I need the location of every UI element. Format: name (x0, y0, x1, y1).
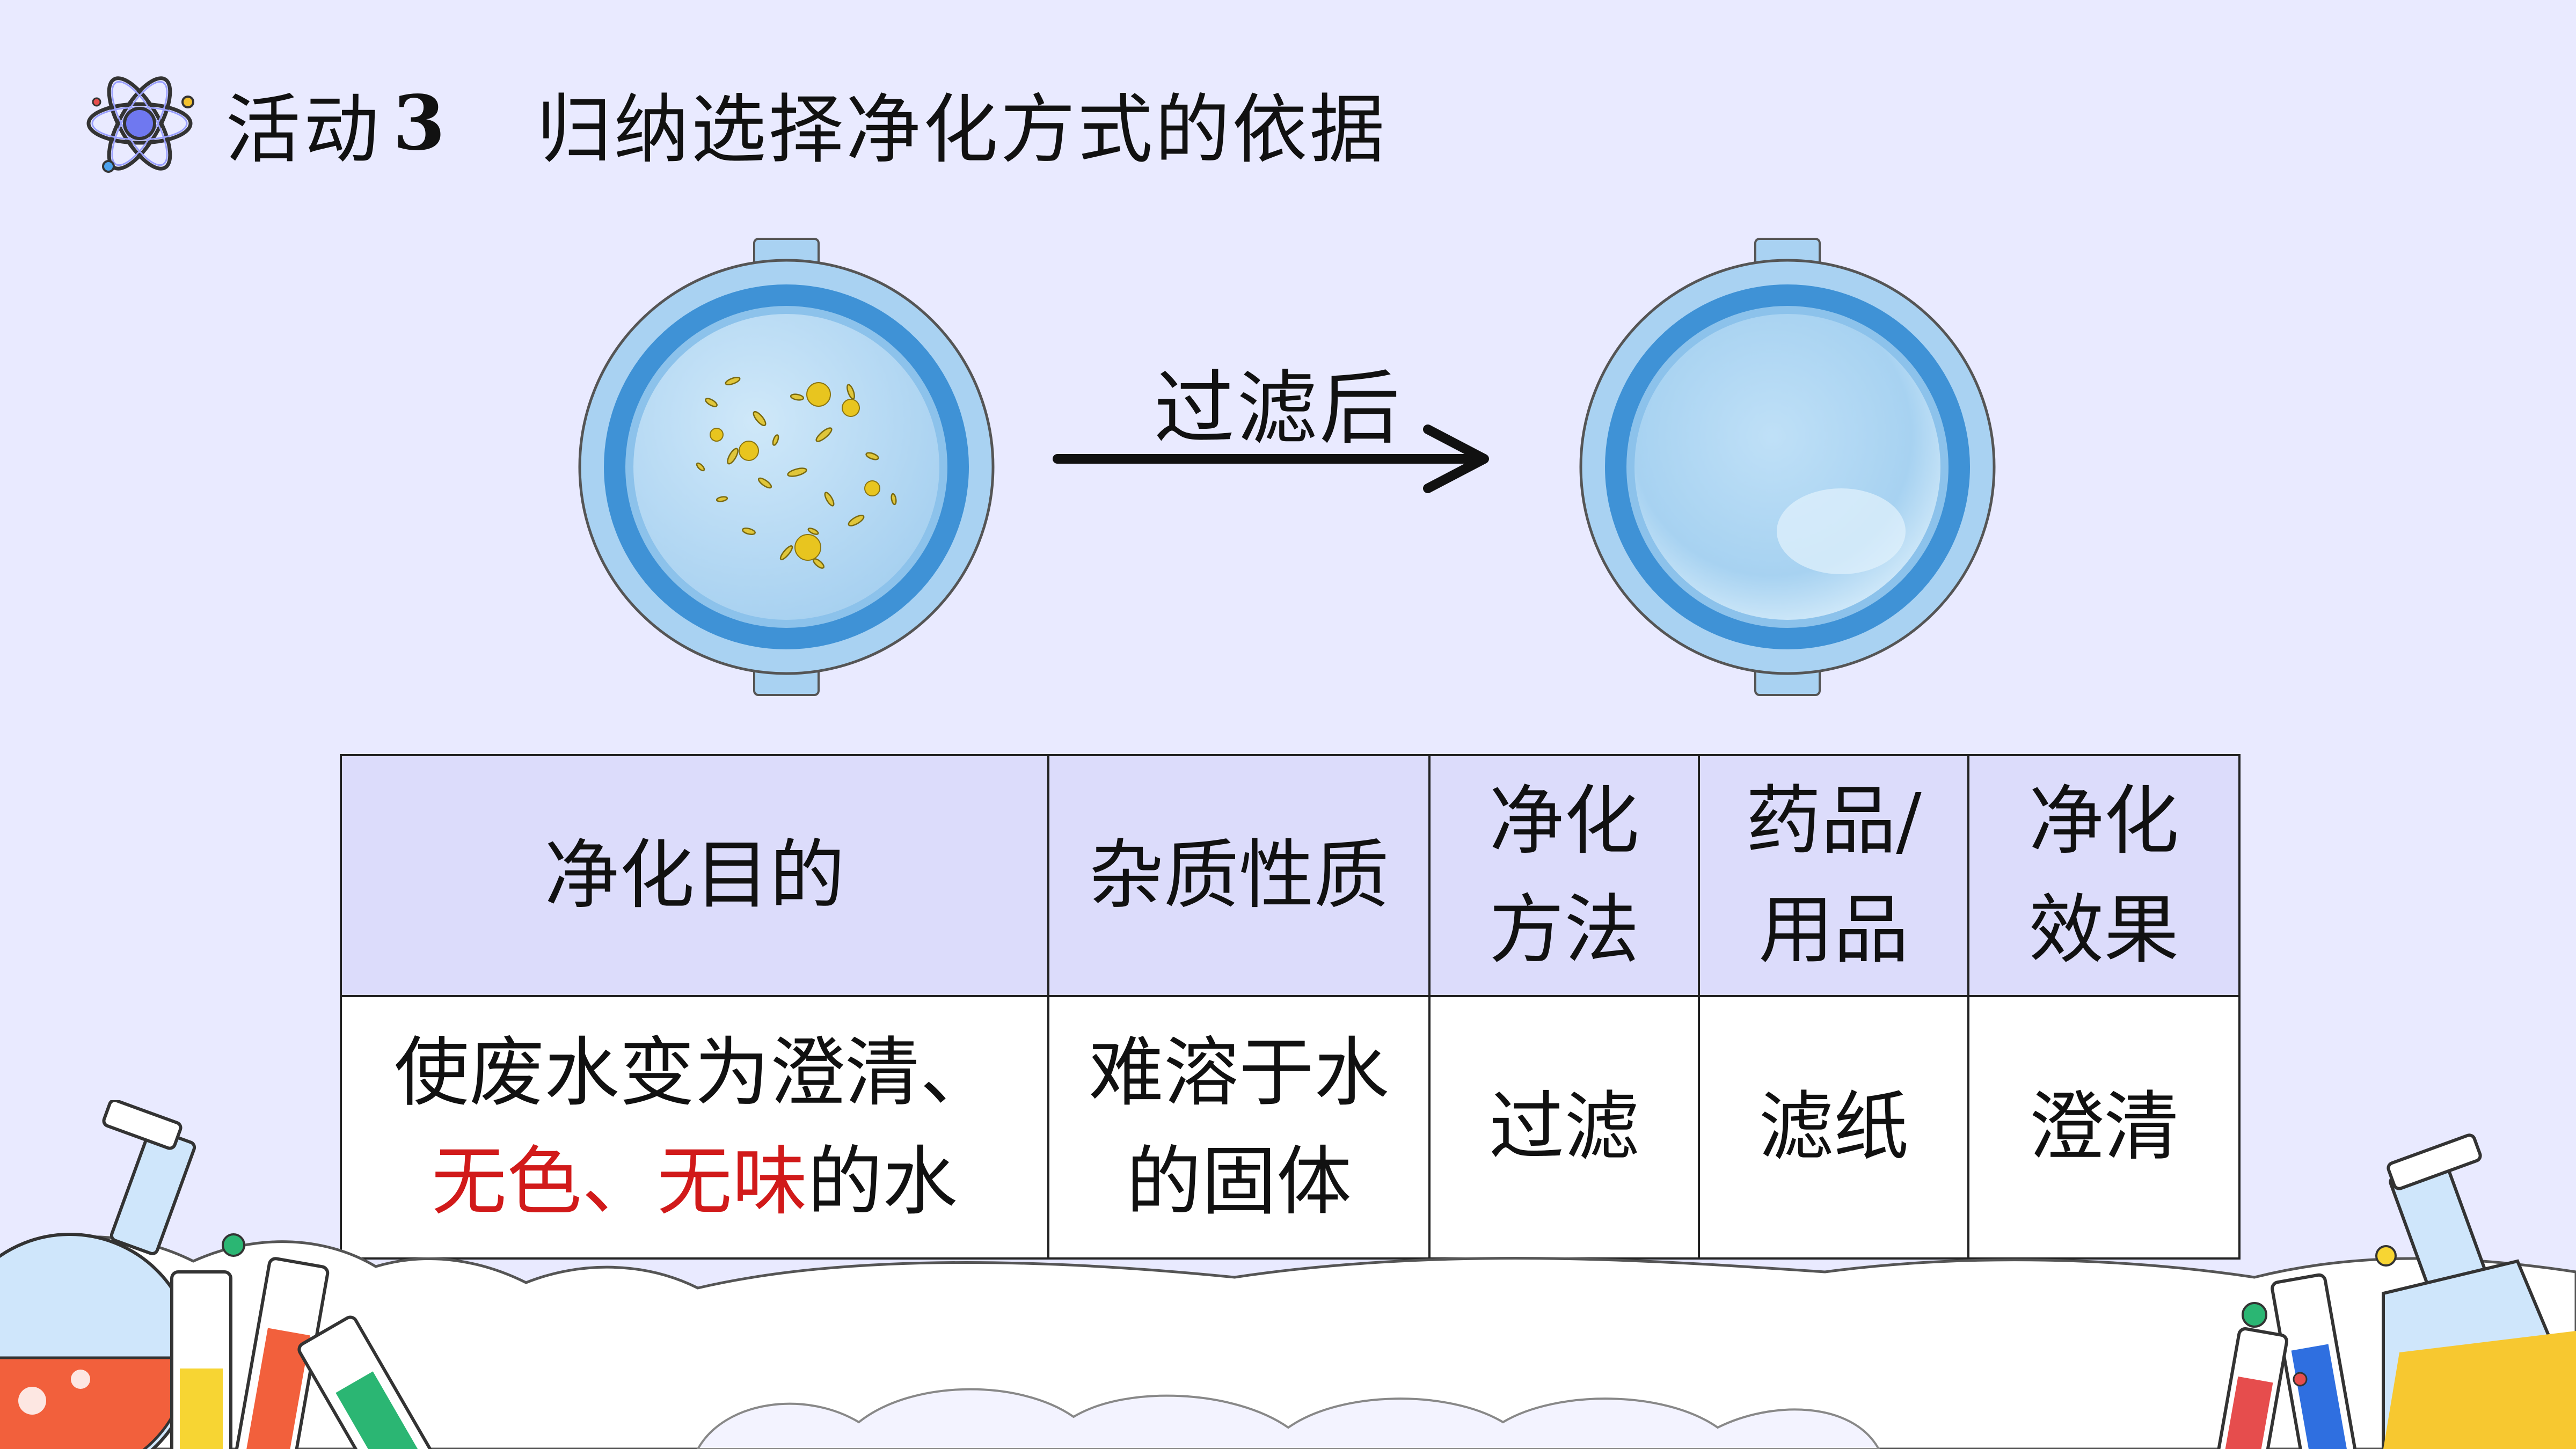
bottom-decoration (0, 1100, 2576, 1449)
cell-impurity: 难溶于水 的固体 (1047, 995, 1431, 1260)
filter-arrow: 过滤后 (1052, 343, 1498, 494)
cell-method: 过滤 (1428, 995, 1700, 1260)
page-header: 活动 3 归纳选择净化方式的依据 (81, 64, 1386, 182)
header-impurity: 杂质性质 (1047, 754, 1431, 997)
page-title: 归纳选择净化方式的依据 (536, 86, 1387, 174)
header-supplies: 药品/ 用品 (1698, 754, 1969, 997)
header-method: 净化 方法 (1428, 754, 1700, 997)
arrow-label: 过滤后 (1154, 362, 1403, 456)
table-row: 使废水变为澄清、 无色、无味的水 难溶于水 的固体 过滤 滤纸 澄清 (340, 995, 2241, 1260)
cell-supplies: 滤纸 (1698, 995, 1969, 1260)
atom-icon (86, 76, 194, 173)
test-tubes-icon (170, 1257, 433, 1449)
activity-label: 活动 (225, 86, 383, 174)
table-header-row: 净化目的 杂质性质 净化 方法 药品/ 用品 净化 效果 (340, 754, 2241, 997)
cloud-border-icon (0, 1235, 2576, 1449)
cell-goal: 使废水变为澄清、 无色、无味的水 (340, 995, 1049, 1260)
purification-table: 净化目的 杂质性质 净化 方法 药品/ 用品 净化 效果 使废水变为澄清、 无色… (340, 754, 2241, 1260)
cell-effect: 澄清 (1967, 995, 2241, 1260)
activity-number: 3 (393, 79, 446, 167)
header-goal: 净化目的 (340, 754, 1049, 997)
arrow-right-icon (1053, 425, 1489, 493)
header-effect: 净化 效果 (1967, 754, 2241, 997)
petri-dish-with-debris-icon (578, 238, 995, 696)
conical-flask-icon (2215, 1133, 2576, 1449)
clean-petri-dish-icon (1579, 238, 1996, 696)
